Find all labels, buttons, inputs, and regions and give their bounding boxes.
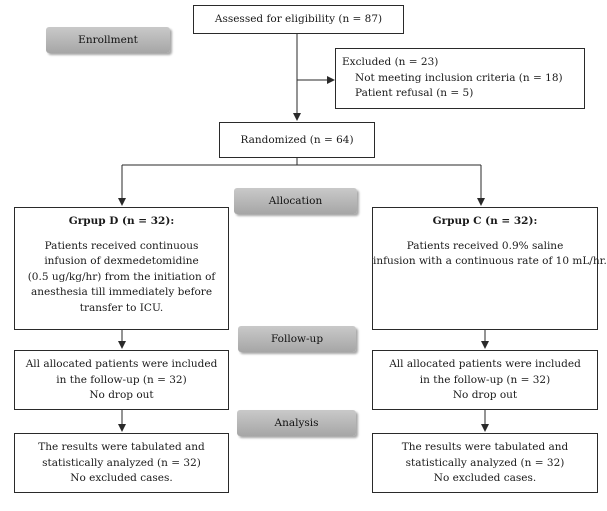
analysis-c-line-1: The results were tabulated and (401, 441, 569, 453)
group-c-title: Grpup C (n = 32): (432, 215, 538, 227)
assessed-box: Assessed for eligibility (n = 87) (193, 5, 404, 34)
analysis-c-line-3: No excluded cases. (433, 472, 537, 484)
group-d-box: Grpup D (n = 32): Patients received cont… (14, 207, 229, 330)
stage-followup: Follow-up (238, 326, 356, 352)
group-d-line-4: anesthesia till immediately before (30, 286, 213, 298)
stage-followup-label: Follow-up (270, 333, 324, 345)
stage-analysis: Analysis (237, 410, 356, 436)
followup-d-line-2: in the follow-up (n = 32) (56, 373, 187, 386)
assessed-text: Assessed for eligibility (n = 87) (214, 13, 383, 25)
excluded-reason-2: Patient refusal (n = 5) (355, 87, 474, 99)
randomized-box: Randomized (n = 64) (219, 122, 375, 158)
group-d-line-1: Patients received continuous (44, 239, 199, 252)
followup-c-line-2: in the follow-up (n = 32) (419, 373, 551, 386)
stage-enrollment-label: Enrollment (78, 34, 138, 46)
analysis-d-box: The results were tabulated and statistic… (14, 433, 229, 493)
analysis-d-line-1: The results were tabulated and (38, 441, 205, 453)
group-d-line-5: transfer to ICU. (79, 301, 164, 314)
followup-d-box: All allocated patients were included in … (14, 350, 229, 410)
stage-allocation: Allocation (234, 188, 357, 214)
group-d-line-2: infusion of dexmedetomidine (44, 255, 199, 267)
excluded-title: Excluded (n = 23) (342, 56, 439, 68)
analysis-c-box: The results were tabulated and statistic… (372, 433, 598, 493)
analysis-c-line-2: statistically analyzed (n = 32) (405, 456, 565, 469)
followup-d-line-3: No drop out (89, 389, 154, 401)
followup-c-line-3: No drop out (452, 389, 518, 401)
analysis-d-line-3: No excluded cases. (70, 472, 173, 484)
followup-d-line-1: All allocated patients were included (25, 358, 218, 370)
analysis-d-line-2: statistically analyzed (n = 32) (42, 456, 201, 469)
excluded-reason-1: Not meeting inclusion criteria (n = 18) (355, 71, 563, 84)
excluded-box: Excluded (n = 23) Not meeting inclusion … (335, 48, 585, 109)
group-c-box: Grpup C (n = 32): Patients received 0.9%… (372, 207, 607, 330)
followup-c-box: All allocated patients were included in … (372, 350, 598, 410)
randomized-text: Randomized (n = 64) (240, 134, 354, 146)
stage-analysis-label: Analysis (274, 417, 319, 429)
stage-allocation-label: Allocation (268, 195, 323, 207)
group-c-line-2: infusion with a continuous rate of 10 mL… (373, 255, 607, 267)
group-d-title: Grpup D (n = 32): (68, 215, 175, 227)
stage-enrollment: Enrollment (46, 27, 170, 53)
group-c-line-1: Patients received 0.9% saline (406, 239, 564, 252)
followup-c-line-1: All allocated patients were included (389, 358, 581, 370)
group-d-line-3: (0.5 ug/kg/hr) from the initiation of (27, 270, 216, 283)
